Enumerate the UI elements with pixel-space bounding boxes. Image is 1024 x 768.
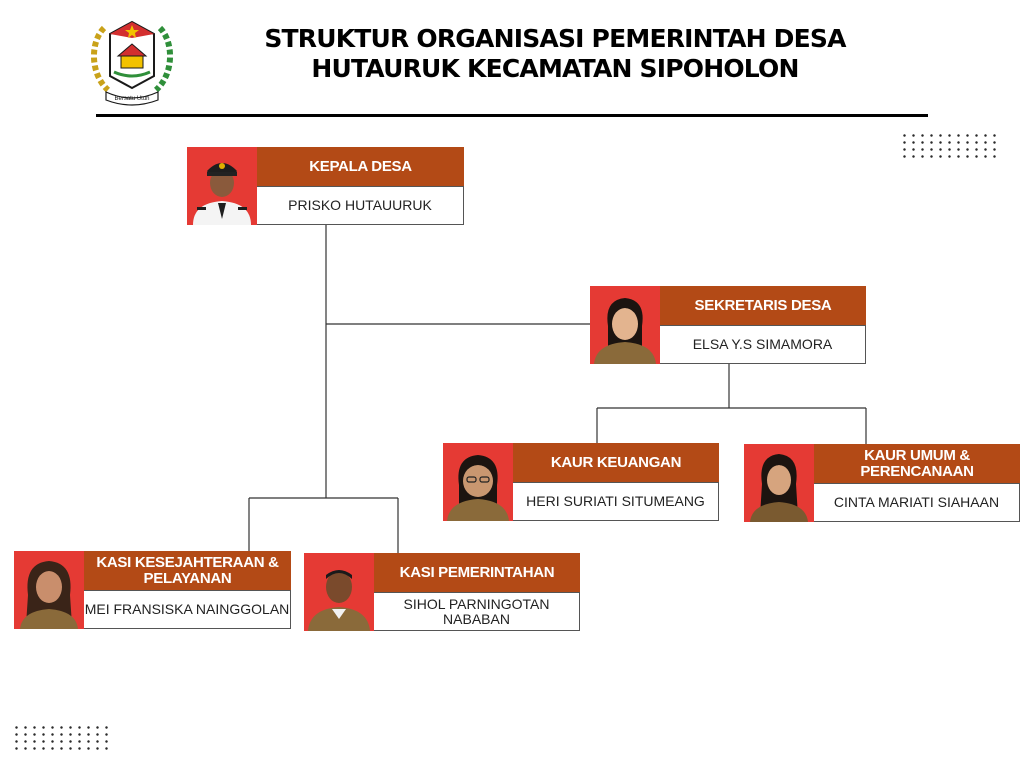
- dot-pattern-top-right: [900, 132, 996, 160]
- sekretaris-desa-name: ELSA Y.S SIMAMORA: [660, 325, 866, 364]
- kasi-pemerintahan-name: SIHOL PARNINGOTAN NABABAN: [374, 592, 580, 631]
- kaur-umum-role: KAUR UMUM & PERENCANAAN: [814, 444, 1020, 483]
- title-divider: [96, 114, 928, 117]
- org-node-kepala-desa: KEPALA DESA PRISKO HUTAUURUK: [187, 147, 464, 225]
- org-node-kaur-umum: KAUR UMUM & PERENCANAAN CINTA MARIATI SI…: [744, 444, 1020, 522]
- kaur-umum-name: CINTA MARIATI SIAHAAN: [814, 483, 1020, 522]
- sekretaris-desa-role: SEKRETARIS DESA: [660, 286, 866, 325]
- logo-motto: Bersatu Utuh: [114, 96, 149, 102]
- kasi-pemerintahan-photo: [304, 553, 374, 631]
- kepala-desa-name: PRISKO HUTAUURUK: [257, 186, 464, 225]
- kaur-keuangan-role: KAUR KEUANGAN: [513, 443, 719, 482]
- kasi-kesejahteraan-name: MEI FRANSISKA NAINGGOLAN: [84, 590, 291, 629]
- kepala-desa-role: KEPALA DESA: [257, 147, 464, 186]
- kaur-umum-photo: [744, 444, 814, 522]
- sekretaris-desa-photo: [590, 286, 660, 364]
- kasi-kesejahteraan-photo: [14, 551, 84, 629]
- org-node-kasi-kesejahteraan: KASI KESEJAHTERAAN & PELAYANAN MEI FRANS…: [14, 551, 291, 629]
- kaur-keuangan-photo: [443, 443, 513, 521]
- org-node-sekretaris-desa: SEKRETARIS DESA ELSA Y.S SIMAMORA: [590, 286, 866, 364]
- kaur-keuangan-name: HERI SURIATI SITUMEANG: [513, 482, 719, 521]
- kasi-pemerintahan-role: KASI PEMERINTAHAN: [374, 553, 580, 592]
- org-node-kasi-pemerintahan: KASI PEMERINTAHAN SIHOL PARNINGOTAN NABA…: [304, 553, 580, 631]
- kasi-kesejahteraan-role: KASI KESEJAHTERAAN & PELAYANAN: [84, 551, 291, 590]
- dot-pattern-bottom-left: [12, 724, 108, 752]
- regency-emblem-logo: Bersatu Utuh: [90, 20, 174, 106]
- kepala-desa-photo: [187, 147, 257, 225]
- org-node-kaur-keuangan: KAUR KEUANGAN HERI SURIATI SITUMEANG: [443, 443, 719, 521]
- page-title-line-2: HUTAURUK KECAMATAN SIPOHOLON: [311, 54, 799, 83]
- page-title-line-1: STRUKTUR ORGANISASI PEMERINTAH DESA: [264, 24, 846, 53]
